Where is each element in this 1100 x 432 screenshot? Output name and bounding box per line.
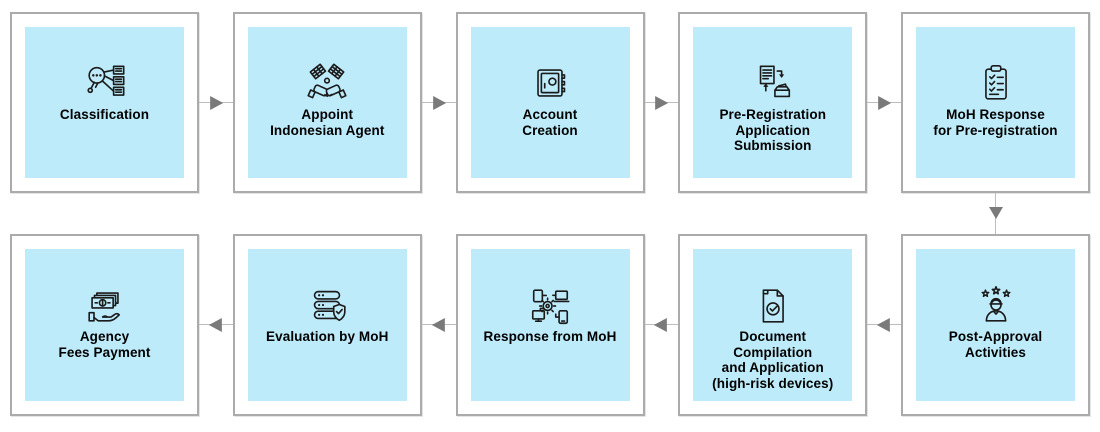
money-hand-icon [87,292,120,322]
step-panel: Agency Fees Payment [25,249,184,401]
document-submission-icon [759,65,790,98]
step-box-post-approval-activities: Post-Approval Activities [901,234,1090,416]
step-label: Evaluation by MoH [266,329,388,345]
step-icon-area [750,27,796,107]
step-label: Response from MoH [484,329,617,345]
step-box-evaluation-by-moh: Evaluation by MoH [232,234,422,416]
step-icon-area [82,249,128,329]
step-box-pre-registration-submission: Pre-Registration Application Submission [678,12,868,193]
person-stars-icon [980,286,1011,322]
step-icon-area [527,249,573,329]
arrow-right-icon [655,95,669,110]
arrow-right-icon [878,95,892,110]
bottom-row: Agency Fees Payment [0,234,1100,416]
classification-search-icon [86,65,125,96]
arrow-right-icon [432,95,446,110]
step-label-line: Fees Payment [58,344,151,360]
step-label-line: Evaluation by MoH [266,329,389,344]
step-label-line: and Application [721,360,824,375]
step-label-line: Document [739,329,807,344]
safe-vault-icon [537,69,566,97]
step-label: Document Compilation and Application (hi… [712,329,833,391]
step-box-classification: Classification [10,12,199,193]
connector-left [644,234,679,416]
step-label-line: Pre-Registration [719,107,827,122]
step-panel: Response from MoH [470,249,630,401]
connector-down [988,193,1004,234]
step-panel: Appoint Indonesian Agent [247,27,407,178]
step-label-line: Classification [59,107,150,122]
step-icon-area [304,249,350,329]
document-check-icon [762,289,784,323]
step-icon-area [304,27,350,107]
step-label-line: Agency [79,329,130,344]
partnership-handshake-icon [307,63,347,99]
arrow-left-icon [208,318,222,332]
step-label-line: Appoint [301,107,354,122]
step-label-line: Application [735,122,811,138]
server-shield-icon [313,290,346,322]
connector-right [421,12,456,193]
step-label-line: for Pre-registration [933,122,1058,138]
step-box-moh-response-pre-registration: MoH Response for Pre-registration [901,12,1090,193]
step-label-line: Creation [522,122,578,138]
step-label-line: (high-risk devices) [712,375,834,391]
step-panel: MoH Response for Pre-registration [916,27,1075,178]
step-box-appoint-indonesian-agent: Appoint Indonesian Agent [232,12,422,193]
step-label-line: Activities [964,344,1027,360]
step-label-line: Response from MoH [483,329,617,344]
step-panel: Pre-Registration Application Submission [693,27,853,178]
arrow-down-icon [988,207,1003,219]
step-label: Classification [60,107,149,123]
connector-left [421,234,456,416]
top-row: Classification [0,12,1100,193]
step-box-account-creation: Account Creation [455,12,645,193]
step-panel: Post-Approval Activities [916,249,1075,401]
step-panel: Document Compilation and Application (hi… [693,249,853,401]
connector-left [199,234,233,416]
step-label: Agency Fees Payment [59,329,151,360]
arrow-left-icon [876,318,890,332]
connector-right [199,12,233,193]
step-label: Post-Approval Activities [949,329,1043,360]
step-box-document-compilation: Document Compilation and Application (hi… [678,234,868,416]
step-panel: Account Creation [470,27,630,178]
step-label-line: Indonesian Agent [270,122,385,138]
step-label-line: MoH Response [946,107,1045,122]
step-panel: Classification [25,27,184,178]
connector-left [867,234,901,416]
network-devices-icon [531,289,570,325]
arrow-left-icon [431,318,445,332]
step-label: Appoint Indonesian Agent [270,107,384,138]
step-icon-area [527,27,573,107]
step-label-line: Account [522,107,578,122]
step-icon-area [973,249,1019,329]
step-label-line: Compilation [733,344,813,360]
step-box-response-from-moh: Response from MoH [455,234,645,416]
step-label: Account Creation [522,107,578,138]
step-icon-area [750,249,796,329]
step-icon-area [973,27,1019,107]
clipboard-checklist-icon [984,64,1007,100]
step-icon-area [82,27,128,107]
arrow-left-icon [654,318,668,332]
step-label-line: Post-Approval [948,329,1043,344]
connector-right [644,12,679,193]
step-box-agency-fees-payment: Agency Fees Payment [10,234,199,416]
step-label: Pre-Registration Application Submission [719,107,826,154]
step-label-line: Submission [733,138,812,153]
step-panel: Evaluation by MoH [247,249,407,401]
connector-right [867,12,901,193]
arrow-right-icon [210,95,224,110]
step-label: MoH Response for Pre-registration [933,107,1057,138]
